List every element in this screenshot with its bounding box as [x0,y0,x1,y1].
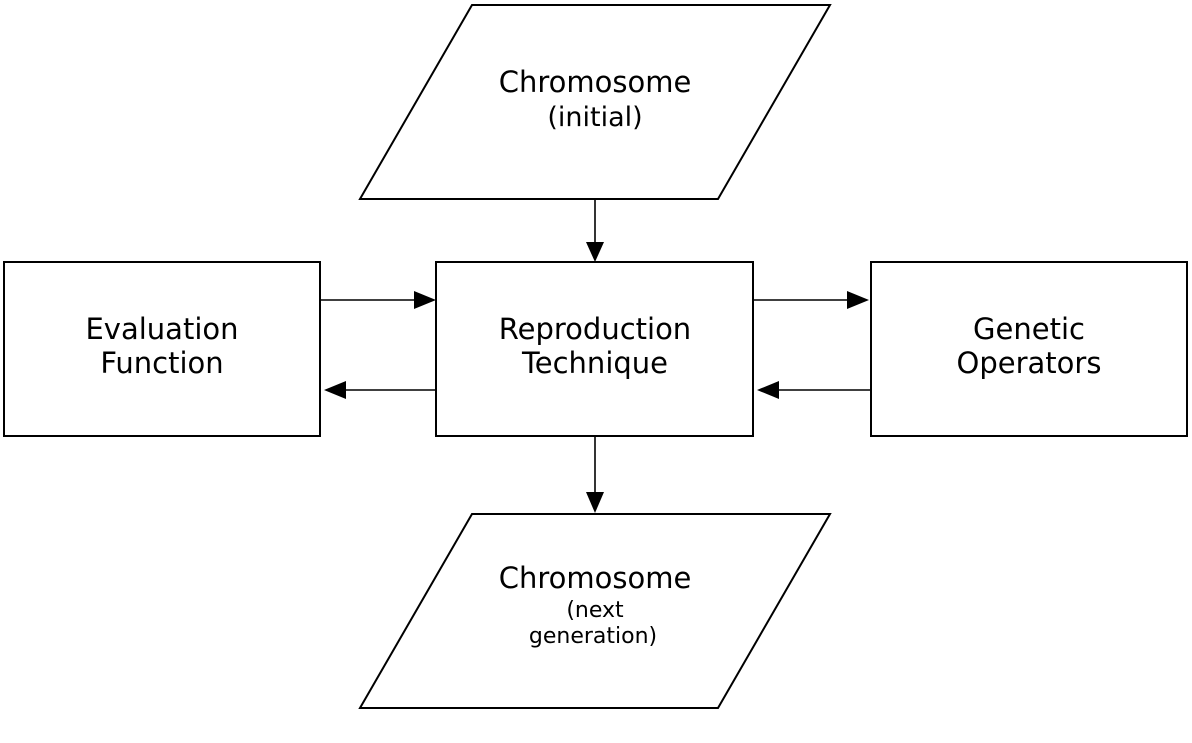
edge-evaluation-to-reproduction [320,291,436,309]
node-chromosome-next: Chromosome (next generation) [358,513,832,709]
evaluation-box [3,261,321,437]
node-reproduction-line1: Reproduction [499,312,691,346]
edge-operators-to-reproduction [757,381,871,399]
node-operators-line1: Genetic [973,312,1085,346]
arrowhead-left-icon [757,381,779,399]
arrowhead-down-icon [586,242,604,262]
parallelogram-shape [358,513,832,709]
node-chromosome-initial-line2: (initial) [547,102,642,133]
operators-box [870,261,1188,437]
node-chromosome-next-line3: generation) [529,624,657,649]
node-reproduction-line2: Technique [521,346,668,380]
edge-reproduction-to-operators [753,291,869,309]
arrowhead-right-icon [414,291,436,309]
arrowhead-down-icon [586,492,604,513]
parallelogram-shape [358,4,832,200]
node-evaluation-line2: Function [100,346,223,380]
node-operators-line2: Operators [957,346,1102,380]
node-chromosome-next-line2: (next [566,598,624,623]
edge-reproduction-to-evaluation [324,381,436,399]
node-reproduction-technique: Reproduction Technique [435,261,754,437]
arrowhead-left-icon [324,381,346,399]
edge-reproduction-to-next [586,436,604,513]
node-chromosome-initial: Chromosome (initial) [358,4,832,200]
edge-initial-to-reproduction [586,199,604,262]
node-evaluation-function: Evaluation Function [3,261,321,437]
arrowhead-right-icon [847,291,869,309]
node-chromosome-initial-line1: Chromosome [499,65,692,99]
node-chromosome-next-line1: Chromosome [499,561,692,595]
node-genetic-operators: Genetic Operators [870,261,1188,437]
node-evaluation-line1: Evaluation [85,312,238,346]
